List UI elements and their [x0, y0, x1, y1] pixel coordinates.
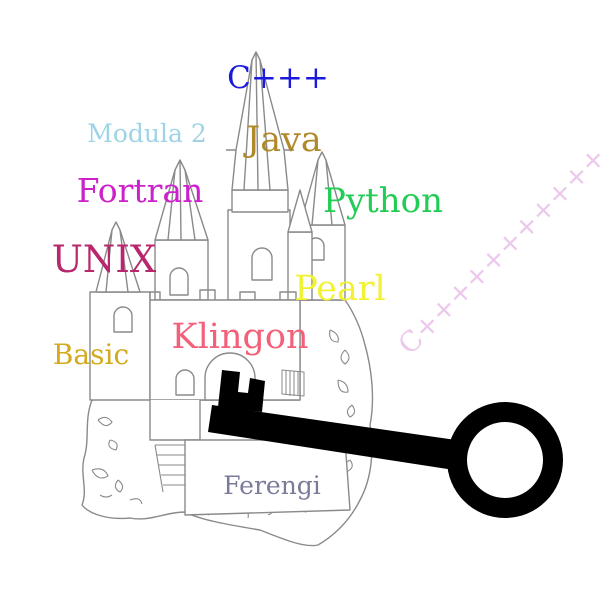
label-pearl: Pearl	[294, 269, 385, 309]
label-fortran: Fortran	[77, 171, 204, 210]
lower-wall	[149, 400, 201, 441]
label-java: Java	[243, 120, 322, 160]
label-modula2: Modula 2	[87, 119, 207, 148]
label-unix: UNIX	[52, 238, 157, 281]
label-ferengi: Ferengi	[223, 471, 321, 500]
label-cpp3: C+++	[227, 60, 329, 96]
label-cpp-long: C++++++++++++	[392, 123, 600, 361]
central-tower-upper	[231, 189, 289, 213]
left-mid-spire	[154, 159, 209, 241]
central-tower-window	[251, 247, 273, 281]
label-klingon: Klingon	[171, 317, 308, 357]
right-tower-roof	[299, 151, 346, 226]
key-ring-hole	[467, 422, 543, 498]
left-mid-window	[169, 267, 189, 296]
left-tower-window	[113, 306, 133, 333]
label-basic: Basic	[53, 338, 129, 371]
portcullis	[281, 369, 305, 397]
label-python: Python	[323, 181, 443, 221]
keep-window	[175, 369, 195, 396]
